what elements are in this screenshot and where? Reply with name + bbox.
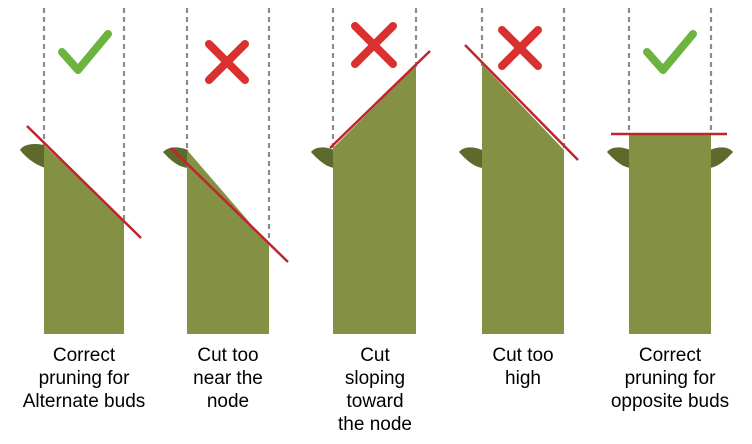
cross-icon: [205, 40, 249, 84]
panel-too-near: [163, 8, 289, 334]
cross-icon: [351, 22, 397, 68]
stem: [482, 64, 564, 334]
bud-left: [20, 143, 46, 168]
panel-sloping-toward-node: [311, 8, 431, 334]
cross-icon: [498, 26, 542, 70]
stem: [187, 150, 269, 334]
caption-opposite-correct: Correct pruning for opposite buds: [610, 345, 730, 412]
panel-too-high: [459, 8, 579, 334]
cut-line: [464, 44, 579, 161]
caption-sloping-toward-node: Cut sloping toward the node: [338, 345, 412, 435]
caption-too-high: Cut too high: [492, 345, 554, 389]
cut-line: [329, 50, 431, 149]
bud-left: [311, 147, 336, 168]
caption-too-near: Cut too near the node: [193, 345, 263, 412]
panel-opposite-correct: [607, 8, 733, 334]
caption-alternate-correct: Correct pruning for Alternate buds: [22, 345, 146, 412]
check-icon: [643, 30, 697, 74]
stem: [629, 134, 711, 334]
stem: [333, 65, 416, 334]
bud-left: [459, 147, 484, 168]
bud-right: [708, 147, 733, 168]
bud-left: [163, 147, 190, 168]
bud-left: [607, 147, 632, 168]
cut-line: [26, 125, 142, 239]
panel-alternate-correct: [20, 8, 142, 334]
cut-line: [170, 147, 289, 263]
check-icon: [58, 30, 112, 74]
stem: [44, 145, 124, 334]
